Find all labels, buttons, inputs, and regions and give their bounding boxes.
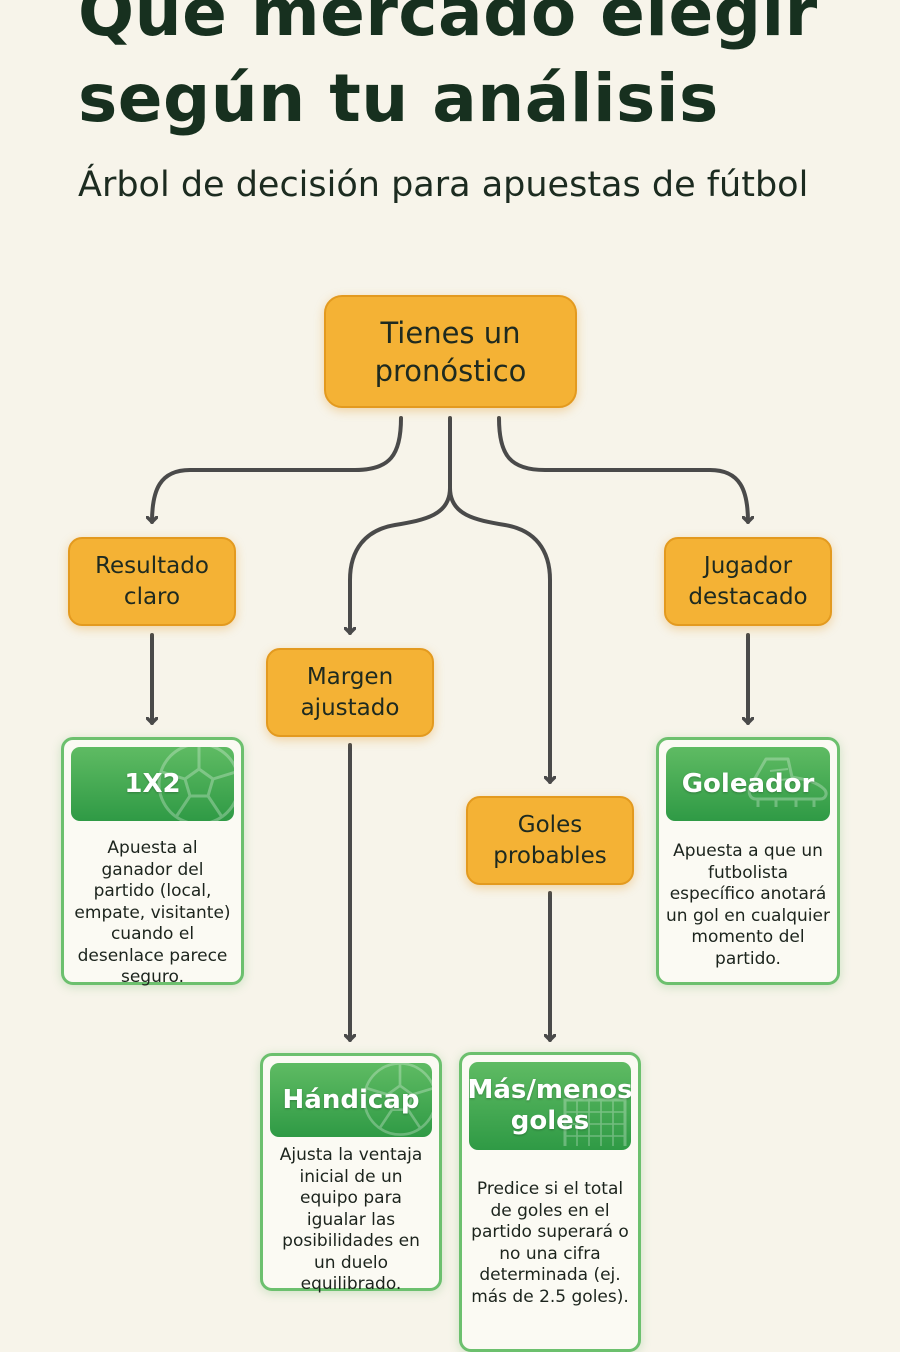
root-node-label: Tienes un pronóstico: [374, 315, 527, 388]
arrow-root-to-jugador: [497, 416, 748, 524]
market-card-goleador-title: Goleador: [681, 768, 815, 799]
arrow-root-to-goles: [448, 486, 550, 784]
soccer-ball-icon: [157, 747, 234, 821]
node-goles-probables-label: Goles probables: [493, 811, 607, 869]
market-card-mas-menos-goles: Más/menos goles Predice si el total de g…: [459, 1052, 641, 1352]
football-boot-icon: [747, 757, 828, 807]
node-margen-ajustado: Margen ajustado: [266, 648, 434, 737]
soccer-ball-icon: [363, 1063, 432, 1136]
market-card-mas-menos-goles-header: Más/menos goles: [469, 1062, 631, 1150]
market-card-handicap-description: Ajusta la ventaja inicial de un equipo p…: [279, 1145, 423, 1294]
market-card-1x2-description: Apuesta al ganador del partido (local, e…: [74, 838, 231, 987]
arrow-root-to-resultado: [152, 416, 403, 524]
market-card-mas-menos-goles-title: Más/menos goles: [469, 1075, 631, 1136]
market-card-handicap-header: Hándicap: [270, 1063, 432, 1137]
market-card-handicap-title: Hándicap: [282, 1084, 420, 1115]
market-card-1x2-title: 1X2: [124, 768, 181, 799]
page-subtitle: Árbol de decisión para apuestas de fútbo…: [78, 165, 809, 205]
node-resultado-claro: Resultado claro: [68, 537, 236, 626]
node-jugador-destacado: Jugador destacado: [664, 537, 832, 626]
market-card-goleador-description: Apuesta a que un futbolista específico a…: [666, 841, 830, 969]
market-card-goleador: Goleador Apuesta a que un futbolista esp…: [656, 737, 840, 985]
market-card-goleador-header: Goleador: [666, 747, 830, 821]
node-goles-probables: Goles probables: [466, 796, 634, 885]
node-margen-ajustado-label: Margen ajustado: [300, 663, 400, 721]
goal-net-icon: [563, 1098, 627, 1146]
page-title: Qué mercado elegir según tu análisis: [78, 0, 818, 137]
root-node: Tienes un pronóstico: [324, 295, 577, 408]
arrow-root-to-margen: [350, 416, 452, 635]
market-card-handicap: Hándicap Ajusta la ventaja inicial de un…: [260, 1053, 442, 1294]
market-card-1x2: 1X2 Apuesta al ganador del partido (loca…: [61, 737, 244, 987]
market-card-mas-menos-goles-description: Predice si el total de goles en el parti…: [471, 1179, 629, 1307]
market-card-1x2-header: 1X2: [71, 747, 234, 821]
node-jugador-destacado-label: Jugador destacado: [688, 552, 808, 610]
node-resultado-claro-label: Resultado claro: [95, 552, 209, 610]
